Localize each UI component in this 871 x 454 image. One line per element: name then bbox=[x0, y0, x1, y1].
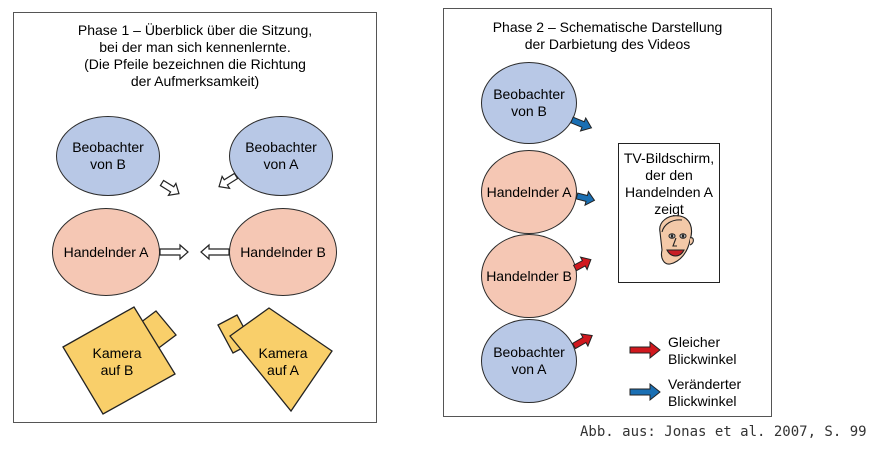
phase2-title: Phase 2 – Schematische Darstellung der D… bbox=[492, 19, 723, 52]
phase2-arrow-observer-b-icon bbox=[570, 116, 593, 132]
phase1-title: Phase 1 – Überblick über die Sitzung, be… bbox=[77, 22, 313, 89]
legend-same-angle-icon bbox=[629, 340, 661, 360]
phase1-camera-b-label: Kamera auf B bbox=[92, 345, 142, 378]
legend-changed-angle-label: Veränderter Blickwinkel bbox=[668, 376, 742, 409]
phase2-arrow-actor-b-icon bbox=[572, 256, 592, 272]
phase1-observer-a-node: Beobachter von A bbox=[229, 116, 333, 196]
tv-screen-label: TV-Bildschirm, der den Handelnden A zeig… bbox=[623, 150, 715, 217]
phase2-actor-b-node: Handelnder B bbox=[481, 234, 577, 318]
phase1-actor-a-node: Handelnder A bbox=[52, 208, 160, 296]
phase2-observer-b-node: Beobachter von B bbox=[481, 62, 577, 144]
phase1-actor-b-node: Handelnder B bbox=[229, 208, 337, 296]
phase2-arrow-observer-a-icon bbox=[571, 333, 593, 350]
phase1-arrow-actor-a-icon bbox=[159, 243, 189, 261]
camera-a-icon bbox=[217, 307, 333, 413]
phase1-camera-a-label: Kamera auf A bbox=[258, 345, 308, 378]
phase1-arrow-actor-b-icon bbox=[200, 243, 230, 261]
phase2-observer-a-node: Beobachter von A bbox=[481, 319, 577, 403]
phase1-arrow-observer-b-icon bbox=[159, 179, 180, 197]
phase2-arrow-actor-a-icon bbox=[575, 190, 596, 207]
tv-screen-box: TV-Bildschirm, der den Handelnden A zeig… bbox=[618, 143, 720, 283]
figure-caption: Abb. aus: Jonas et al. 2007, S. 99 bbox=[580, 424, 867, 440]
legend-changed-angle-icon bbox=[629, 382, 661, 402]
legend-same-angle-label: Gleicher Blickwinkel bbox=[668, 334, 737, 367]
phase1-observer-b-node: Beobachter von B bbox=[56, 116, 160, 196]
phase2-actor-a-node: Handelnder A bbox=[481, 150, 577, 234]
phase1-arrow-observer-a-icon bbox=[218, 172, 239, 190]
camera-b-icon bbox=[62, 306, 177, 415]
cartoon-face-icon bbox=[659, 215, 694, 265]
